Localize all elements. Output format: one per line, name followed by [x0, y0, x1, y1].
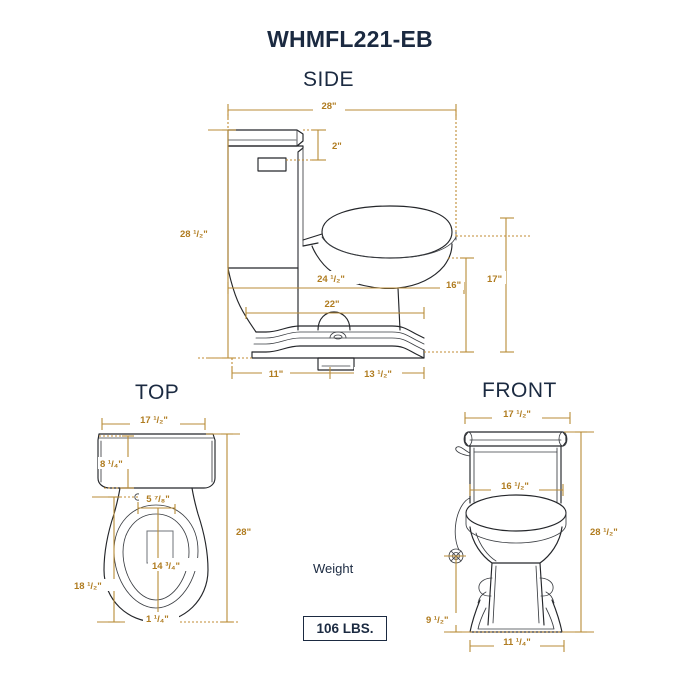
- front-dim-17-half-label: 17 ¹/₂": [503, 409, 531, 420]
- front-dim-16-half-label: 16 ¹/₂": [501, 481, 529, 492]
- side-dim-seat-height: 17": [456, 217, 530, 353]
- front-dim-base-height: 9 ¹/₂": [424, 555, 560, 633]
- side-dim-overall-depth: 28": [227, 99, 457, 236]
- top-dim-front-offset: 1 ¹/₄": [143, 612, 179, 625]
- side-toilet-outline: [227, 129, 457, 371]
- top-dim-28-label: 28": [236, 527, 251, 538]
- front-toilet-outline: [448, 431, 568, 633]
- side-dim-28-half-label: 28 ¹/₂": [180, 229, 208, 240]
- side-dim-22-label: 22": [324, 299, 339, 310]
- view-heading-top: TOP: [135, 381, 180, 404]
- top-dim-overall-length: 28": [160, 433, 260, 623]
- top-dim-bowl-width: 14 ³/₄": [148, 508, 198, 616]
- top-dim-18-half-label: 18 ¹/₂": [74, 581, 102, 592]
- front-dim-28-half-label: 28 ¹/₂": [590, 527, 618, 538]
- side-dim-16-label: 16": [446, 280, 461, 291]
- side-view-group: 28" 2" 28 ¹/₂": [176, 99, 530, 380]
- side-dim-17-label: 17": [487, 274, 502, 285]
- view-heading-side: SIDE: [303, 68, 355, 91]
- front-dim-overall-height: 28 ¹/₂": [562, 431, 636, 633]
- side-dim-11-label: 11": [269, 369, 284, 380]
- side-dim-28-label: 28": [321, 101, 336, 112]
- side-dim-lid-height: 2": [286, 129, 344, 161]
- side-dim-base-depth: 22": [245, 296, 425, 319]
- top-dim-tank-width: 17 ¹/₂": [101, 413, 206, 430]
- top-dim-bowl-length: 18 ¹/₂": [71, 496, 125, 623]
- top-dim-14-threequarters-label: 14 ³/₄": [152, 561, 180, 572]
- weight-label: Weight: [313, 561, 354, 576]
- side-dim-overall-height: 28 ¹/₂": [176, 129, 252, 359]
- view-heading-front: FRONT: [482, 379, 557, 402]
- top-dim-8-quarter-label: 8 ¹/₄": [100, 459, 123, 470]
- side-dim-24-half-label: 24 ¹/₂": [317, 274, 345, 285]
- front-dim-11-quarter-label: 11 ¹/₄": [503, 637, 531, 648]
- top-dim-17-half-label: 17 ¹/₂": [140, 415, 168, 426]
- front-view-group: 17 ¹/₂" 16 ¹/₂" 28 ¹/₂": [424, 407, 636, 652]
- side-dim-2-label: 2": [332, 141, 342, 152]
- side-dim-bottom-chain: 11" 13 ¹/₂": [231, 358, 425, 380]
- top-dim-tank-depth: 8 ¹/₄": [98, 435, 134, 489]
- top-view-group: 17 ¹/₂" 8 ¹/₄" 5 ⁷/₈": [71, 413, 260, 625]
- front-dim-tank-inner-width: 16 ¹/₂": [469, 478, 564, 496]
- side-dim-rim-height: 16": [424, 257, 474, 353]
- front-dim-9-half-label: 9 ¹/₂": [426, 615, 448, 626]
- side-dim-bowl-depth: 24 ¹/₂": [227, 271, 465, 294]
- front-dim-base-width: 11 ¹/₄": [469, 635, 565, 652]
- front-dim-tank-width: 17 ¹/₂": [464, 407, 571, 424]
- top-dim-5-seveneighths-label: 5 ⁷/₈": [146, 494, 169, 505]
- top-dim-1-quarter-label: 1 ¹/₄": [146, 614, 169, 625]
- weight-value-box: 106 LBS.: [303, 616, 387, 641]
- side-dim-13-half-label: 13 ¹/₂": [364, 369, 392, 380]
- page-title: WHMFL221-EB: [267, 26, 433, 52]
